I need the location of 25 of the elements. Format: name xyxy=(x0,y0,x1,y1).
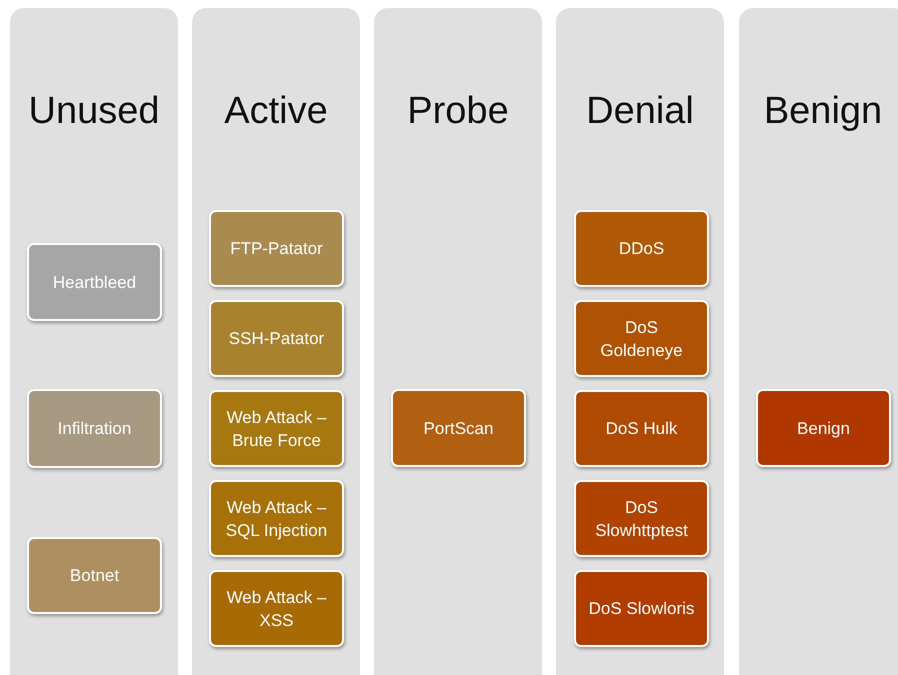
category-box: Benign xyxy=(756,389,891,467)
column-panel xyxy=(374,8,542,675)
category-box: PortScan xyxy=(391,389,526,467)
category-box: SSH-Patator xyxy=(209,300,344,377)
column-panel xyxy=(192,8,360,675)
category-box: Web Attack – XSS xyxy=(209,570,344,647)
category-box: DoS Slowhttptest xyxy=(574,480,709,557)
column-title: Benign xyxy=(762,90,884,133)
column-panel xyxy=(739,8,898,675)
category-box: DDoS xyxy=(574,210,709,287)
column-panel xyxy=(556,8,724,675)
category-box: DoS Hulk xyxy=(574,390,709,467)
column-panel xyxy=(10,8,178,675)
category-box: Web Attack – SQL Injection xyxy=(209,480,344,557)
column-title: Active xyxy=(223,90,329,133)
category-box: Heartbleed xyxy=(27,243,162,321)
category-box: FTP-Patator xyxy=(209,210,344,287)
category-box: Botnet xyxy=(27,537,162,614)
category-box: Web Attack – Brute Force xyxy=(209,390,344,467)
column-title: Probe xyxy=(406,90,510,133)
column-title: Denial xyxy=(585,90,695,133)
column-title: Unused xyxy=(28,90,160,133)
category-box: DoS Goldeneye xyxy=(574,300,709,377)
category-box: Infiltration xyxy=(27,389,162,468)
category-box: DoS Slowloris xyxy=(574,570,709,647)
